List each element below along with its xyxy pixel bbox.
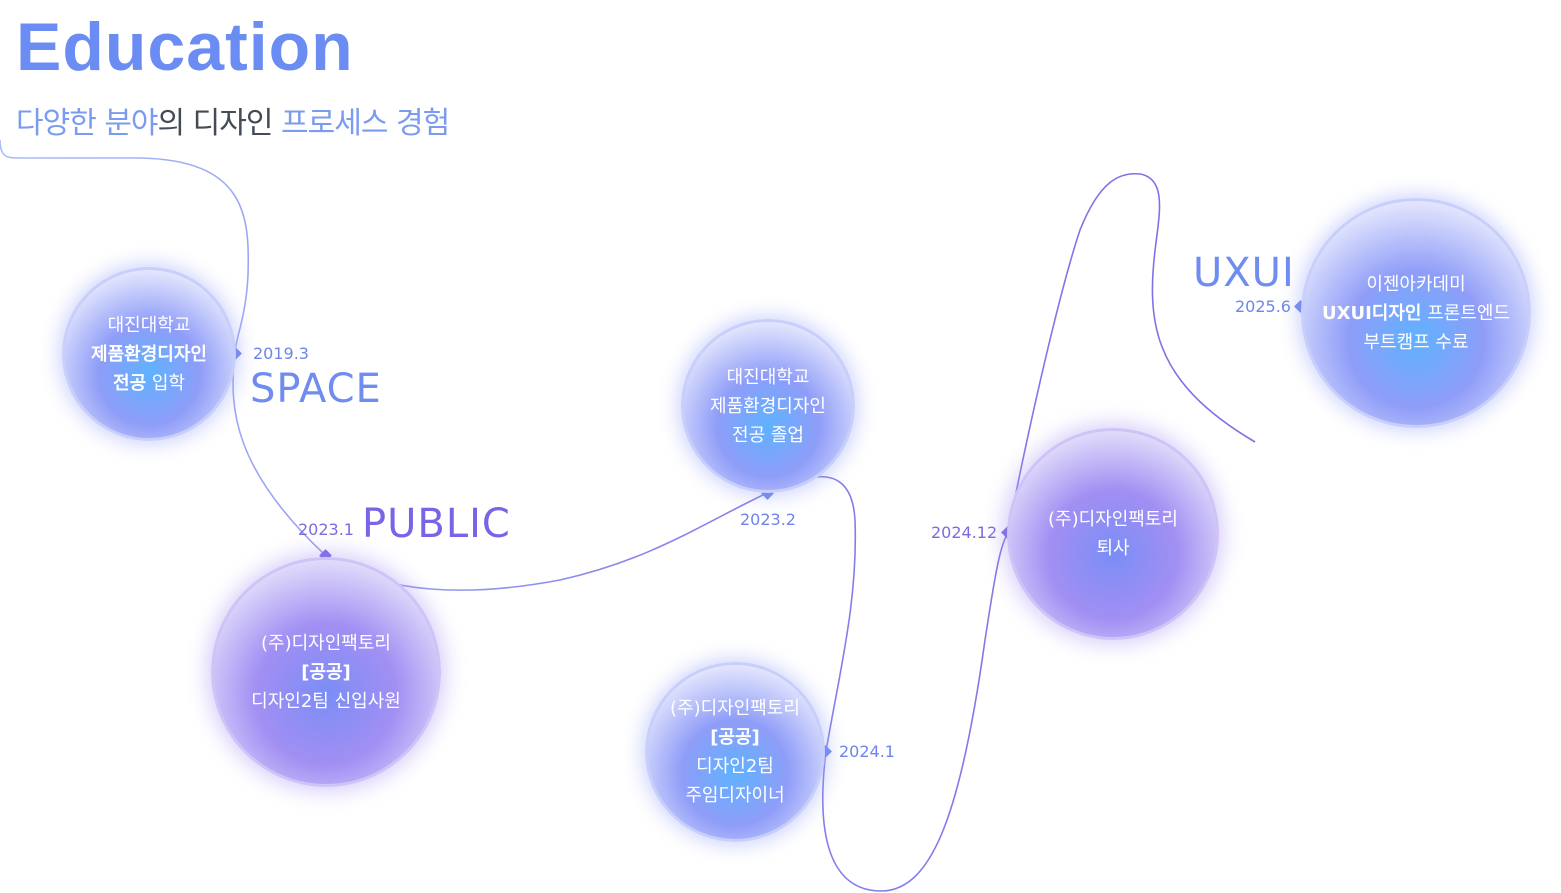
bubble-line: 대진대학교 — [726, 366, 810, 388]
category-label-public: PUBLIC — [362, 501, 511, 547]
milestone-date: 2025.6 — [1235, 297, 1291, 316]
bubble-line: [공공] — [710, 727, 760, 748]
bubble-line: 전공 입학 — [113, 369, 185, 398]
subtitle-highlight-1: 다양한 분야 — [16, 106, 159, 141]
bubble-line: 전공 졸업 — [732, 424, 804, 446]
milestone-bubble-2023-1: (주)디자인팩토리 [공공] 디자인2팀 신입사원 — [211, 557, 441, 787]
category-label-space: SPACE — [250, 366, 382, 412]
subtitle-plain: 의 디자인 — [157, 106, 282, 141]
bubble-line-bold: UXUI디자인 — [1321, 302, 1422, 324]
bubble-line: UXUI디자인 프론트엔드 — [1322, 299, 1510, 328]
subtitle-highlight-2: 프로세스 경험 — [281, 106, 450, 141]
milestone-date: 2023.2 — [740, 510, 796, 529]
milestone-bubble-2025-6: 이젠아카데미 UXUI디자인 프론트엔드 부트캠프 수료 — [1301, 198, 1531, 428]
milestone-date: 2024.12 — [931, 523, 998, 542]
bubble-line-bold: 전공 — [113, 372, 147, 394]
bubble-line: 부트캠프 수료 — [1363, 331, 1469, 353]
bubble-line: 제품환경디자인 — [710, 395, 826, 417]
bubble-line: 제품환경디자인 — [91, 343, 207, 365]
bubble-line: 디자인2팀 — [696, 756, 774, 777]
bubble-line: 이젠아카데미 — [1366, 273, 1466, 295]
bubble-line: 대진대학교 — [107, 314, 191, 336]
bubble-line: [공공] — [301, 661, 351, 683]
page-subtitle: 다양한 분야의 디자인 프로세스 경험 — [16, 98, 450, 142]
bubble-line: 주임디자이너 — [685, 785, 785, 806]
page-title: Education — [16, 9, 354, 85]
milestone-date: 2019.3 — [253, 344, 309, 363]
bubble-line: (주)디자인팩토리 — [261, 632, 391, 654]
bubble-line: (주)디자인팩토리 — [670, 698, 800, 719]
milestone-bubble-2024-1: (주)디자인팩토리 [공공] 디자인2팀 주임디자이너 — [645, 662, 825, 842]
bubble-line-regular: 입학 — [146, 372, 185, 394]
bubble-line: 퇴사 — [1096, 538, 1130, 559]
category-label-uxui: UXUI — [1193, 250, 1295, 296]
milestone-bubble-2024-12: (주)디자인팩토리 퇴사 — [1007, 428, 1219, 640]
bubble-line: (주)디자인팩토리 — [1048, 509, 1178, 530]
bubble-line: 디자인2팀 신입사원 — [251, 690, 401, 712]
milestone-bubble-2019-3: 대진대학교 제품환경디자인 전공 입학 — [62, 267, 236, 441]
milestone-date: 2023.1 — [298, 520, 354, 539]
bubble-line-regular: 프론트엔드 — [1421, 302, 1511, 324]
milestone-bubble-2023-2: 대진대학교 제품환경디자인 전공 졸업 — [681, 319, 855, 493]
milestone-date: 2024.1 — [839, 742, 895, 761]
